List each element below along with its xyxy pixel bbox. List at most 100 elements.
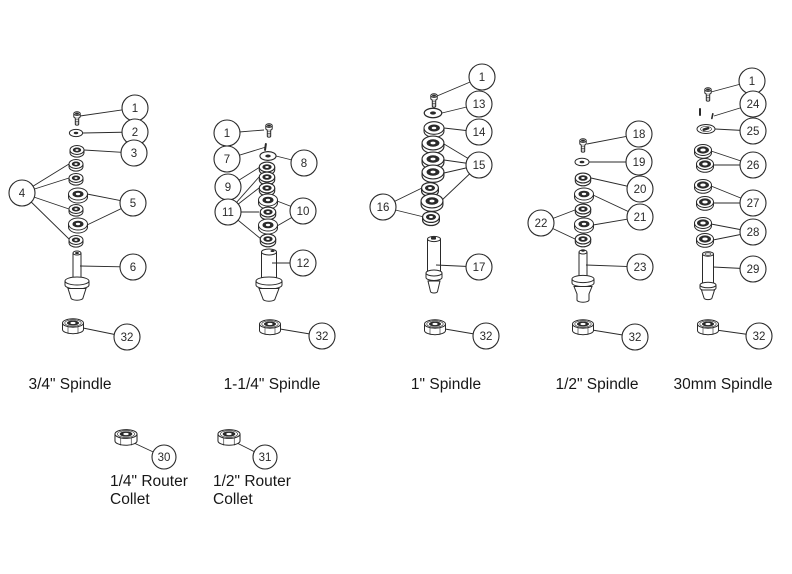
balloon-5: 5 — [119, 189, 147, 217]
balloon-number: 26 — [747, 160, 760, 172]
balloon-23: 23 — [626, 253, 654, 281]
balloon-9: 9 — [214, 173, 242, 201]
spacer-part — [68, 204, 84, 217]
bearing-part — [423, 121, 445, 138]
assembly-30mm-spindle: 1 24 25 26 27 28 29 32 30mm Spindle — [673, 67, 773, 393]
balloon-19: 19 — [625, 148, 653, 176]
balloon-17: 17 — [465, 253, 493, 281]
bearing-part — [68, 187, 88, 204]
arbor-nut-part — [259, 319, 281, 336]
balloon-21: 21 — [626, 203, 654, 231]
spacer-part — [69, 145, 85, 158]
collet-nut-part — [217, 429, 241, 446]
balloon-3: 3 — [120, 139, 148, 167]
arbor-nut-part — [424, 319, 446, 336]
screw-part — [430, 93, 438, 108]
assembly-1-1-4-spindle: 1 7 8 9 11 10 12 32 1-1/4" Spindle — [213, 119, 336, 393]
washer-part — [68, 128, 84, 138]
collet-label-line1: 1/4" Router — [110, 473, 188, 490]
balloon-25: 25 — [739, 117, 767, 145]
pin-part — [699, 108, 701, 116]
balloon-12: 12 — [289, 249, 317, 277]
balloon-32: 32 — [113, 323, 141, 351]
arbor-nut-part — [62, 318, 84, 335]
balloon-number: 31 — [259, 452, 272, 464]
spacer-part — [68, 159, 84, 172]
balloon-number: 32 — [753, 331, 766, 343]
balloon-22: 22 — [527, 209, 555, 237]
spindle-label: 30mm Spindle — [673, 376, 772, 393]
balloon-27: 27 — [739, 189, 767, 217]
balloon-number: 22 — [535, 218, 548, 230]
balloon-number: 12 — [297, 258, 310, 270]
spindle-shaft — [425, 235, 443, 294]
balloon-number: 32 — [316, 331, 329, 343]
spacer-part — [574, 203, 592, 218]
balloon-number: 19 — [633, 157, 646, 169]
balloon-15: 15 — [465, 151, 493, 179]
spacer-part — [574, 233, 592, 248]
bearing-part — [694, 217, 712, 232]
collet-1-4: 30 1/4" Router Collet — [110, 429, 188, 508]
balloon-6: 6 — [119, 253, 147, 281]
balloon-32: 32 — [472, 322, 500, 350]
balloon-1: 1 — [121, 94, 149, 122]
balloon-number: 23 — [634, 262, 647, 274]
bearing-part — [696, 196, 714, 211]
balloon-32: 32 — [745, 322, 773, 350]
balloon-number: 14 — [473, 127, 486, 139]
balloon-number: 17 — [473, 262, 486, 274]
balloon-13: 13 — [465, 90, 493, 118]
balloon-10: 10 — [289, 197, 317, 225]
bearing-part — [258, 218, 278, 235]
balloon-14: 14 — [465, 118, 493, 146]
balloon-number: 32 — [629, 332, 642, 344]
spindle-shaft — [255, 248, 283, 302]
balloon-number: 4 — [19, 188, 26, 200]
balloon-number: 29 — [747, 264, 760, 276]
balloon-number: 1 — [479, 72, 485, 84]
balloon-number: 1 — [132, 103, 138, 115]
balloon-number: 32 — [121, 332, 134, 344]
leader-lines — [540, 133, 641, 338]
balloon-number: 28 — [747, 227, 760, 239]
spacer-part — [68, 235, 84, 248]
balloon-number: 11 — [222, 207, 234, 219]
screw-part — [265, 123, 273, 138]
balloon-29: 29 — [739, 255, 767, 283]
screw-part — [704, 87, 712, 102]
balloon-31: 31 — [252, 444, 278, 470]
balloon-20: 20 — [626, 175, 654, 203]
collet-nut-part — [114, 429, 138, 446]
balloon-1: 1 — [468, 63, 496, 91]
balloon-number: 20 — [634, 184, 647, 196]
spacer-part — [422, 211, 440, 227]
bearing-part — [68, 217, 88, 234]
balloon-number: 27 — [747, 198, 760, 210]
washer-part — [423, 107, 443, 119]
spindle-label: 3/4" Spindle — [28, 376, 111, 393]
collet-1-2: 31 1/2" Router Collet — [213, 429, 291, 508]
balloon-number: 25 — [747, 126, 760, 138]
pin-part — [263, 142, 267, 152]
balloon-number: 32 — [480, 331, 493, 343]
spindle-shaft — [64, 250, 90, 301]
balloon-number: 16 — [377, 202, 390, 214]
spindle-shaft — [571, 249, 595, 303]
arbor-nut-part — [697, 319, 719, 336]
assembly-3-4-spindle: 1 2 3 4 5 6 32 3/4" Spindle — [8, 94, 149, 393]
bearing-part — [696, 158, 714, 173]
balloon-number: 10 — [297, 206, 310, 218]
bearing-part — [696, 233, 714, 248]
balloon-18: 18 — [625, 120, 653, 148]
spacer-part — [259, 206, 277, 221]
balloon-number: 6 — [130, 262, 136, 274]
collet-label-line2: Collet — [213, 491, 253, 508]
balloon-28: 28 — [739, 218, 767, 246]
keyed-washer-part — [259, 151, 277, 161]
balloon-7: 7 — [213, 145, 241, 173]
balloon-number: 2 — [132, 127, 138, 139]
assembly-1-spindle: 1 13 14 15 16 17 32 1" Spindle — [369, 63, 500, 393]
